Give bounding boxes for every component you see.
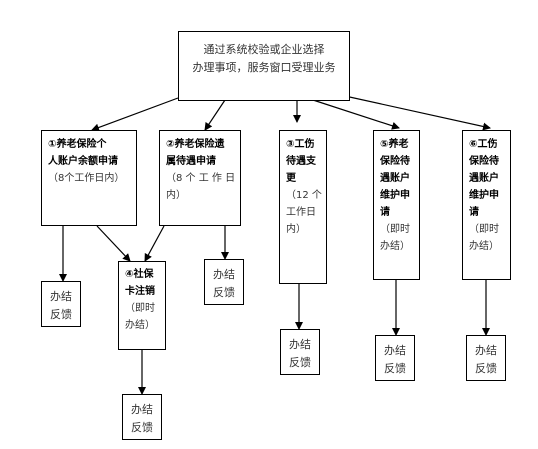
start-line-2: 办理事项，服务窗口受理业务	[192, 61, 336, 74]
item-pension-account-maintenance: ⑤养老 保险待 遇账户 维护申 请 （即时 办结）	[373, 130, 420, 280]
item-pension-survivor: ②养老保险遗 属待遇申请 （8 个 工 作 日 内）	[159, 130, 241, 226]
item-pension-balance: ①养老保险个 人账户余额申请 （8个工作日内）	[41, 130, 137, 226]
item2-note-1: （8 个 工 作 日	[166, 173, 236, 184]
item-injury-payment-change: ③工伤 待遇支 更 （12 个 工作日 内）	[279, 130, 327, 284]
item6-title-2: 保险待	[469, 156, 499, 167]
item-injury-account-maintenance: ⑥工伤 保险待 遇账户 维护申 请 （即时 办结）	[462, 130, 511, 280]
item3-title-1: ③工伤	[286, 139, 315, 150]
item1-title-2: 人账户余额申请	[48, 156, 118, 167]
arrow-top-to-item2	[204, 99, 226, 131]
start-node: 通过系统校验或企业选择 办理事项，服务窗口受理业务	[178, 31, 350, 101]
feedback-box-item1: 办结 反馈	[41, 281, 81, 327]
item3-note-2: 工作日	[286, 207, 316, 218]
feedback-line-1: 办结	[213, 268, 235, 281]
feedback-line-2: 反馈	[384, 362, 406, 375]
item5-note-1: （即时	[380, 224, 410, 235]
arrow-top-to-item1	[91, 97, 179, 132]
item3-note-3: 内）	[286, 224, 306, 235]
item6-title-5: 请	[469, 207, 479, 218]
feedback-line-2: 反馈	[475, 362, 497, 375]
item5-title-3: 遇账户	[380, 173, 410, 184]
item4-note-1: （即时	[125, 303, 155, 314]
feedback-box-item2: 办结 反馈	[204, 259, 244, 305]
item3-title-2: 待遇支	[286, 156, 316, 167]
feedback-line-2: 反馈	[213, 286, 235, 299]
feedback-box-item4: 办结 反馈	[122, 394, 162, 440]
feedback-line-1: 办结	[289, 338, 311, 351]
item2-title-1: ②养老保险遗	[166, 139, 225, 150]
feedback-line-2: 反馈	[289, 356, 311, 369]
feedback-line-1: 办结	[131, 403, 153, 416]
item6-title-1: ⑥工伤	[469, 139, 498, 150]
item3-note-1: （12 个	[286, 190, 322, 201]
item6-title-4: 维护申	[469, 190, 499, 201]
item4-title-2: 卡注销	[125, 286, 155, 297]
item2-title-2: 属待遇申请	[166, 156, 216, 167]
item4-note-2: 办结）	[125, 320, 155, 331]
arrow-item1-to-item4	[96, 225, 131, 262]
feedback-box-item6: 办结 反馈	[466, 335, 506, 381]
item6-note-2: 办结）	[469, 241, 499, 252]
item5-title-4: 维护申	[380, 190, 410, 201]
item1-title-1: ①养老保险个	[48, 139, 107, 150]
item2-note-2: 内）	[166, 190, 186, 201]
start-line-1: 通过系统校验或企业选择	[203, 43, 325, 56]
item6-note-1: （即时	[469, 224, 499, 235]
feedback-box-item3: 办结 反馈	[280, 329, 320, 375]
item5-note-2: 办结）	[380, 241, 410, 252]
feedback-line-1: 办结	[384, 344, 406, 357]
feedback-line-2: 反馈	[131, 421, 153, 434]
item1-note: （8个工作日内）	[48, 173, 125, 184]
feedback-line-1: 办结	[475, 344, 497, 357]
feedback-box-item5: 办结 反馈	[375, 335, 415, 381]
item6-title-3: 遇账户	[469, 173, 499, 184]
arrow-top-to-item6	[344, 95, 491, 131]
item5-title-1: ⑤养老	[380, 139, 409, 150]
arrow-top-to-item5	[312, 99, 400, 130]
feedback-line-2: 反馈	[50, 308, 72, 321]
item3-title-3: 更	[286, 173, 296, 184]
item4-title-1: ④社保	[125, 269, 154, 280]
arrow-item2-to-item4	[144, 225, 165, 262]
feedback-line-1: 办结	[50, 290, 72, 303]
item-social-card-cancel: ④社保 卡注销 （即时 办结）	[118, 261, 166, 350]
item5-title-5: 请	[380, 207, 390, 218]
item5-title-2: 保险待	[380, 156, 410, 167]
